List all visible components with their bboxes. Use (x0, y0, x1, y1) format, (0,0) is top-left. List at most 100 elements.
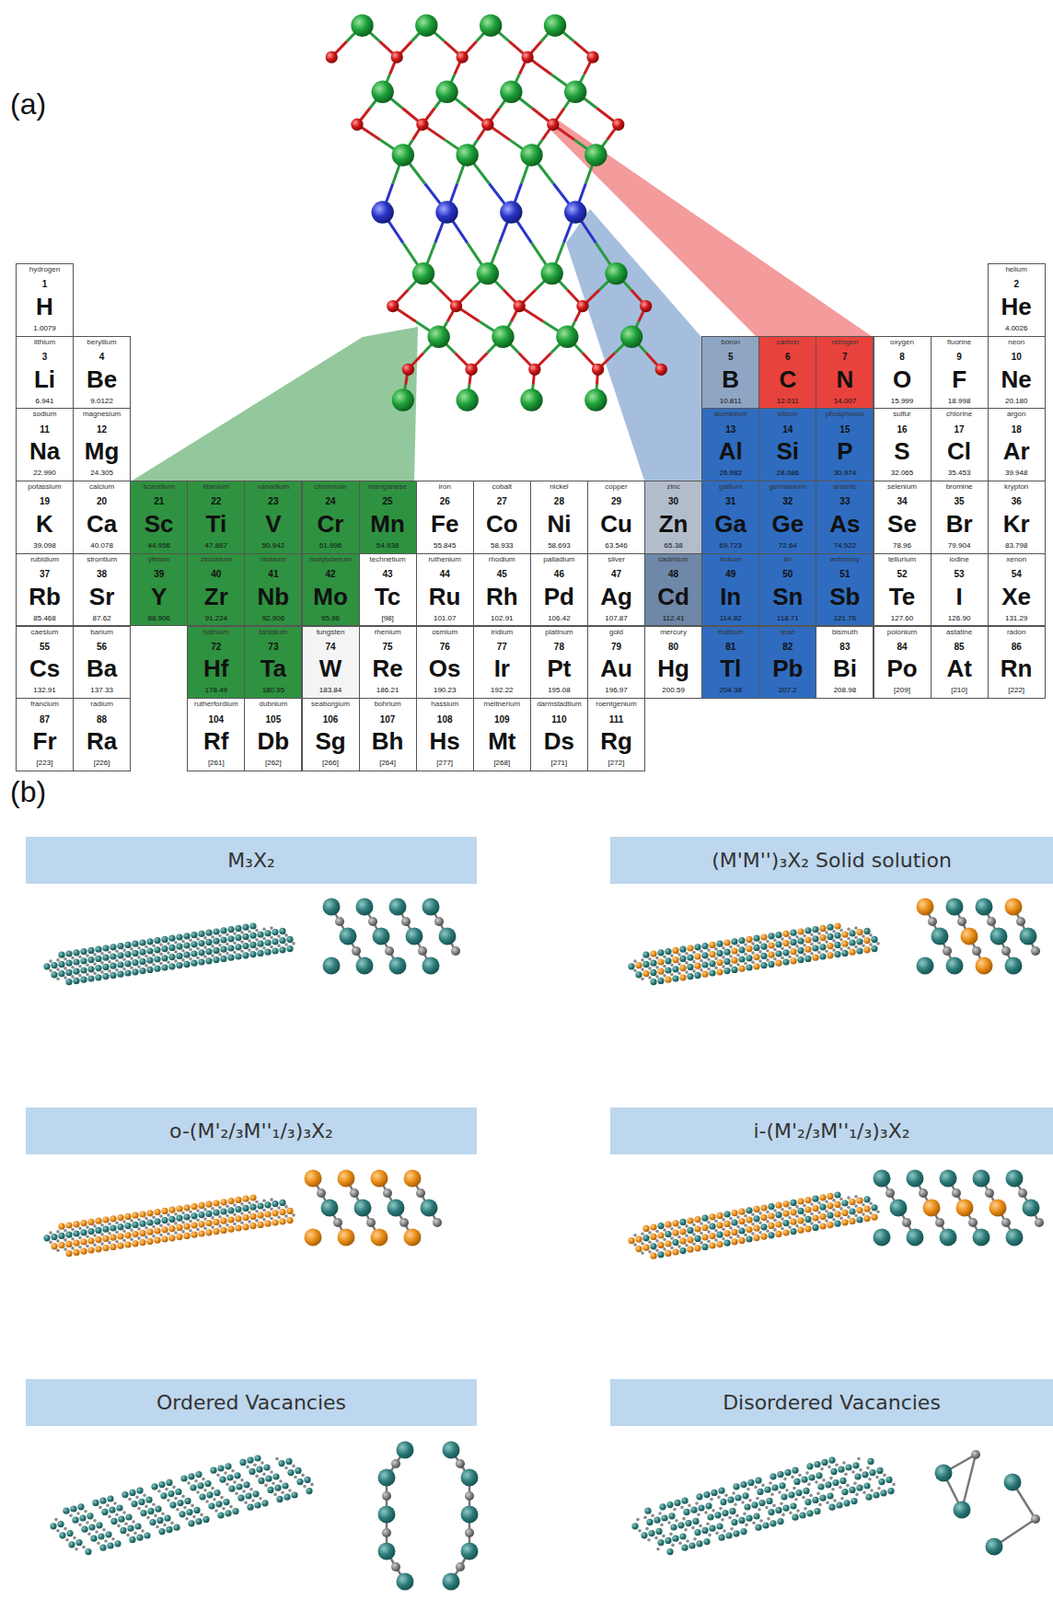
m-atom (906, 1228, 925, 1247)
m-atom (161, 945, 168, 952)
m-atom (694, 1215, 701, 1223)
x-atom (85, 1520, 90, 1525)
element-name: selenium (887, 483, 917, 492)
x-atom (706, 1220, 711, 1225)
m-atom (760, 933, 767, 940)
m-atom (789, 1502, 797, 1509)
x-atom (832, 1217, 836, 1222)
x-atom (271, 1481, 276, 1485)
element-cell: boron5B10.811 (701, 335, 760, 410)
m-atom (752, 944, 760, 951)
x-atom (455, 1458, 465, 1469)
element-name: calcium (89, 483, 115, 492)
m-atom (43, 1234, 50, 1241)
x-atom (242, 1489, 246, 1493)
m-atom (819, 952, 826, 960)
element-name: arsenic (833, 483, 857, 492)
m-atom (378, 1469, 396, 1487)
x-atom (144, 963, 149, 968)
x-atom (188, 938, 193, 943)
x-atom (291, 1213, 296, 1217)
m-atom (791, 1514, 799, 1521)
x-atom (694, 1501, 699, 1505)
m-atom (646, 1518, 653, 1526)
m-atom (249, 941, 256, 949)
m-atom (708, 969, 716, 976)
x-atom (133, 1530, 138, 1535)
m-atom (767, 951, 775, 959)
m-atom (427, 325, 450, 348)
m-atom (701, 1215, 708, 1222)
m-atom (760, 1203, 767, 1211)
x-atom (687, 1503, 692, 1507)
m-atom (136, 1534, 143, 1541)
m-atom (491, 325, 514, 348)
m-atom (208, 1502, 215, 1509)
m-atom (863, 1205, 870, 1213)
m-atom (747, 1479, 754, 1486)
x-atom (640, 1241, 645, 1246)
m-atom (789, 1227, 797, 1235)
m-atom (264, 1220, 271, 1227)
x-atom (706, 948, 711, 952)
element-symbol: I (955, 584, 962, 610)
x-atom (203, 955, 208, 960)
x-atom (662, 955, 667, 960)
element-cell: fluorine9F18.998 (930, 335, 989, 410)
m-atom (266, 1486, 274, 1493)
m-atom (80, 948, 87, 955)
element-cell: sulfur16S32.065 (873, 407, 932, 482)
element-cell: neon10Ne20.180 (987, 335, 1046, 410)
element-name: zirconium (200, 555, 232, 565)
x-atom (232, 931, 237, 936)
m-atom (239, 1458, 246, 1466)
x-atom (787, 936, 792, 940)
x-atom (63, 975, 68, 980)
m-atom (249, 1193, 256, 1201)
x-atom (159, 952, 163, 957)
x-atom (293, 1475, 298, 1480)
x-atom (846, 927, 851, 932)
atomic-mass: 6.941 (34, 397, 54, 406)
m-atom (841, 949, 848, 957)
m-atom (246, 1504, 254, 1511)
x-atom (210, 1486, 215, 1491)
x-atom (839, 1206, 844, 1211)
x-atom (240, 1221, 244, 1226)
x-atom (779, 1501, 784, 1505)
m-atom (146, 966, 153, 973)
m-atom (163, 1515, 171, 1522)
m-atom (946, 957, 964, 975)
x-atom (729, 945, 733, 949)
x-atom (842, 1460, 846, 1465)
m-atom (867, 1458, 874, 1465)
element-symbol: Xe (1001, 584, 1031, 610)
element-cell: copper29Cu63.546 (587, 480, 646, 555)
m-atom (109, 1224, 116, 1231)
m-atom (813, 1460, 821, 1468)
m-atom (205, 1201, 212, 1208)
x-atom (648, 1240, 652, 1245)
m-atom (686, 954, 694, 961)
element-name: titanium (203, 483, 230, 492)
m-atom (787, 1491, 795, 1498)
m-atom (791, 1467, 799, 1474)
element-name: iron (439, 483, 452, 492)
m-atom (657, 1231, 664, 1239)
m-atom (671, 1248, 679, 1255)
x-atom (100, 1241, 105, 1246)
m-atom (732, 1482, 740, 1490)
x-atom (116, 1524, 121, 1528)
m-atom (740, 1527, 747, 1535)
m-atom (723, 948, 730, 956)
x-atom (717, 1495, 721, 1500)
m-atom (767, 1508, 775, 1516)
m-atom (242, 1214, 249, 1221)
x-atom (137, 955, 141, 960)
x-atom (721, 964, 726, 969)
element-name: bromine (946, 483, 973, 492)
m-atom (143, 1531, 151, 1539)
x-atom (802, 1223, 807, 1227)
m-atom (686, 1216, 694, 1224)
element-symbol: Mo (312, 584, 348, 610)
